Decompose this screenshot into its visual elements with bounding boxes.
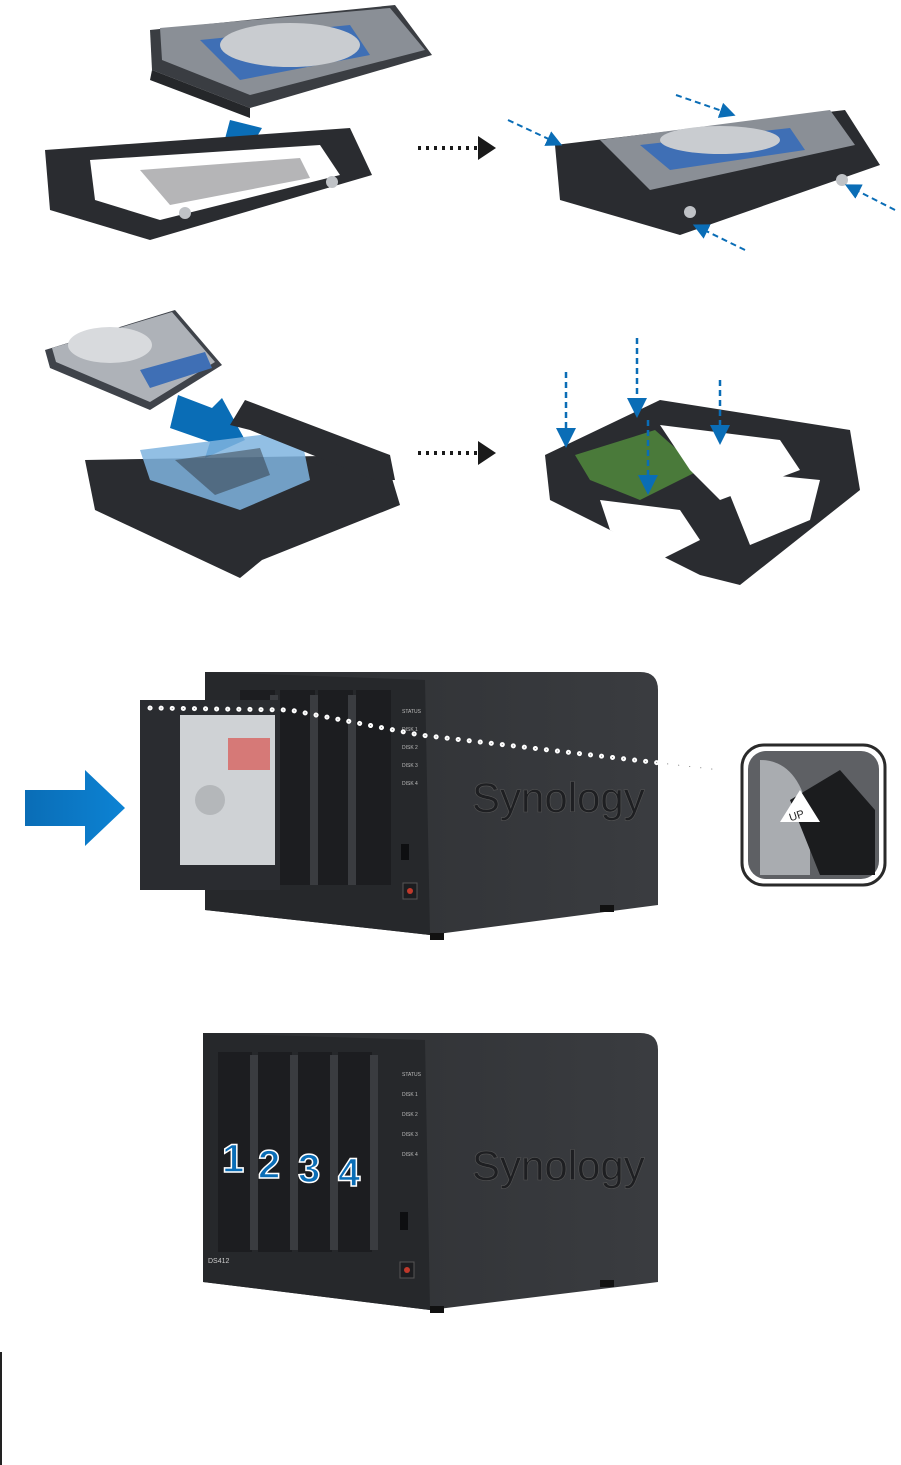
push-arrow-icon	[25, 770, 125, 846]
bay-number-3: 3	[298, 1147, 320, 1191]
hard-drive-2-5-image	[45, 310, 222, 410]
hard-drive-3-5-image	[150, 5, 432, 118]
up-marker-inset: UP	[740, 743, 887, 887]
led-labels-2: STATUS DISK 1 DISK 2 DISK 3 DISK 4	[402, 1072, 422, 1158]
brand-logo: Synology	[472, 774, 645, 821]
led-status-label: STATUS	[402, 709, 422, 715]
drive-tray-image	[45, 128, 372, 240]
tray-with-drive-image	[140, 700, 280, 890]
led-disk4-label: DISK 4	[402, 1152, 418, 1158]
led-disk3-label: DISK 3	[402, 1132, 418, 1138]
led-disk3-label: DISK 3	[402, 763, 418, 769]
leader-line	[147, 705, 723, 773]
screw-arrows	[556, 338, 730, 495]
up-triangle-icon	[780, 790, 820, 822]
assembled-tray-3-5-image	[555, 110, 880, 235]
bay-number-1: 1	[222, 1137, 244, 1181]
led-disk4-label: DISK 4	[402, 781, 418, 787]
nas-chassis-numbered-image	[203, 1033, 658, 1313]
bay-number-4: 4	[338, 1151, 361, 1195]
step-2-5-inch-drive	[45, 310, 860, 585]
assembled-tray-2-5-image	[545, 400, 860, 585]
bay-numbers: 1 2 3 4	[221, 1136, 362, 1196]
led-disk1-label: DISK 1	[402, 727, 418, 733]
margin-rule	[0, 1352, 2, 1465]
next-step-arrow-head	[478, 136, 496, 160]
step-insert-tray: STATUS DISK 1 DISK 2 DISK 3 DISK 4 Synol…	[25, 672, 887, 940]
model-label-2: DS412	[208, 1258, 230, 1265]
screw-arrows	[507, 94, 896, 251]
led-disk1-label: DISK 1	[402, 1092, 418, 1098]
up-label: UP	[788, 808, 806, 824]
step-3-5-inch-drive	[45, 5, 896, 251]
brand-logo-2: Synology	[472, 1142, 645, 1189]
led-labels: STATUS DISK 1 DISK 2 DISK 3 DISK 4	[402, 709, 422, 787]
led-status-label: STATUS	[402, 1072, 422, 1078]
next-step-arrow-head	[478, 441, 496, 465]
bay-number-2: 2	[258, 1143, 280, 1187]
led-disk2-label: DISK 2	[402, 745, 418, 751]
led-disk2-label: DISK 2	[402, 1112, 418, 1118]
drive-tray-2-5-image	[85, 400, 400, 578]
step-bay-numbers: STATUS DISK 1 DISK 2 DISK 3 DISK 4 Synol…	[203, 1033, 658, 1313]
